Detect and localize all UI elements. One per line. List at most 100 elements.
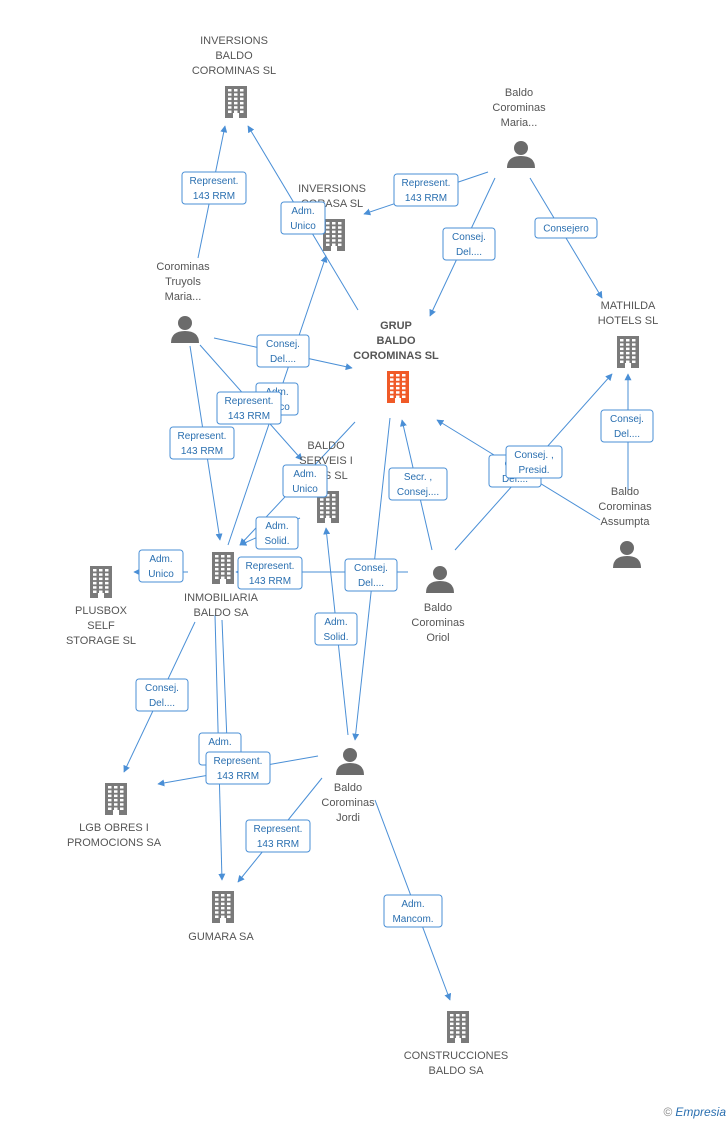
node-label-line: Corominas	[321, 797, 375, 809]
edge-label-e2[interactable]: Adm. Unico	[280, 201, 326, 235]
edge-label-e17[interactable]: Represent.143 RRM	[237, 556, 303, 590]
edge-label-line: Represent.	[246, 561, 295, 572]
edge-label-line: Represent.	[178, 431, 227, 442]
building-icon	[447, 1011, 469, 1043]
building-icon	[212, 552, 234, 584]
edge-label-line: Adm.	[401, 899, 424, 910]
edge-label-line: Adm.	[149, 554, 172, 565]
edge-label-line: Secr. ,	[404, 472, 432, 483]
node-label-line: Maria...	[501, 117, 538, 129]
node-label-line: COROMINAS SL	[353, 350, 439, 362]
edge-label-line: Solid.	[264, 536, 289, 547]
edge-label-e13[interactable]: Consej. , Presid.	[505, 445, 563, 479]
edge-label-e8[interactable]: Represent. 143 RRM	[216, 391, 282, 425]
node-label-line: Jordi	[336, 812, 360, 824]
node-label-line: SELF	[87, 620, 115, 632]
building-icon	[105, 783, 127, 815]
node-corominas-truyols[interactable]: CorominasTruyolsMaria...	[156, 261, 210, 343]
edge-label-line: Consej.	[145, 683, 179, 694]
node-label-line: Corominas	[598, 501, 652, 513]
edge-label-line: Del....	[270, 354, 296, 365]
edge-label-e19[interactable]: Adm.Solid.	[314, 612, 358, 646]
edge-label-e9[interactable]: Represent.143 RRM	[169, 426, 235, 460]
edge-label-line: Represent.	[254, 824, 303, 835]
edge-label-line: 143 RRM	[228, 411, 270, 422]
edge-label-line: Adm.	[293, 469, 316, 480]
edge-label-e1[interactable]: Represent. 143 RRM	[181, 171, 247, 205]
edge-label-line: Represent.	[190, 176, 239, 187]
node-label-line: Baldo	[424, 602, 452, 614]
node-label-line: BALDO SA	[193, 607, 249, 619]
node-label-line: Oriol	[426, 632, 449, 644]
node-inmobiliaria[interactable]: INMOBILIARIA BALDO SA	[184, 552, 259, 619]
node-label-line: BALDO	[307, 440, 345, 452]
node-label-line: Maria...	[165, 291, 202, 303]
edge-label-line: Consej.	[354, 563, 388, 574]
edge-label-e16[interactable]: Adm.Unico	[138, 549, 184, 583]
building-icon	[323, 219, 345, 251]
node-label-line: INVERSIONS	[200, 35, 268, 47]
copyright-icon: ©	[663, 1105, 673, 1119]
node-label-line: Baldo	[505, 87, 533, 99]
edge-label-e11[interactable]: Secr. ,Consej....	[388, 467, 448, 501]
edge-label-line: Unico	[292, 484, 318, 495]
node-label-line: Baldo	[334, 782, 362, 794]
node-label-line: Baldo	[611, 486, 639, 498]
node-baldo-maria[interactable]: BaldoCorominasMaria...	[492, 87, 546, 168]
edge-label-line: Presid.	[518, 465, 549, 476]
node-label-line: BALDO	[376, 335, 416, 347]
edge-label-line: Consej. ,	[514, 450, 553, 461]
edge-label-e22[interactable]: Represent.143 RRM	[205, 751, 271, 785]
edge-label-e6[interactable]: Consej. Del....	[256, 334, 310, 368]
edge-label-e5[interactable]: Consejero	[534, 217, 598, 239]
node-label-line: INMOBILIARIA	[184, 592, 259, 604]
brand-name: Empresia	[675, 1105, 726, 1119]
edge-label-line: Consej.	[266, 339, 300, 350]
node-label-line: MATHILDA	[601, 300, 656, 312]
edge-label-e10[interactable]: Adm. Unico	[282, 464, 328, 498]
edge-label-e15[interactable]: Adm. Solid.	[255, 516, 299, 550]
edge-label-line: Represent.	[225, 396, 274, 407]
edge-label-e20[interactable]: Consej.Del....	[135, 678, 189, 712]
person-icon	[336, 748, 364, 775]
edge-label-line: 143 RRM	[405, 193, 447, 204]
edge-label-line: Consejero	[543, 224, 589, 235]
edge-label-e4[interactable]: Consej.Del....	[442, 227, 496, 261]
node-label-line: BALDO SA	[428, 1065, 484, 1077]
node-label-line: Corominas	[492, 102, 546, 114]
node-label-line: SERVEIS I	[299, 455, 353, 467]
edge-label-e24[interactable]: Adm. Mancom.	[383, 894, 443, 928]
building-icon	[387, 371, 409, 403]
node-gumara[interactable]: GUMARA SA	[188, 891, 254, 943]
node-label-line: PLUSBOX	[75, 605, 128, 617]
person-icon	[171, 316, 199, 343]
edge-label-e3[interactable]: Represent.143 RRM	[393, 173, 459, 207]
edge-label-line: Adm.	[291, 206, 314, 217]
edge-label-line: Represent.	[214, 756, 263, 767]
node-label-line: COROMINAS SL	[192, 65, 276, 77]
footer-brand[interactable]: ©Empresia	[663, 1105, 726, 1119]
person-icon	[507, 141, 535, 168]
edge-label-e18[interactable]: Consej.Del....	[344, 558, 398, 592]
edge-label-line: Adm.	[265, 521, 288, 532]
building-icon	[317, 491, 339, 523]
edge-label-line: 143 RRM	[193, 191, 235, 202]
edge-label-e14[interactable]: Consej.Del....	[600, 409, 654, 443]
person-icon	[613, 541, 641, 568]
edge-label-e23[interactable]: Represent.143 RRM	[245, 819, 311, 853]
node-label-line: Corominas	[156, 261, 210, 273]
edge-label-line: Del....	[614, 429, 640, 440]
edge-label-line: Unico	[290, 221, 316, 232]
edge-label-line: Mancom.	[392, 914, 433, 925]
